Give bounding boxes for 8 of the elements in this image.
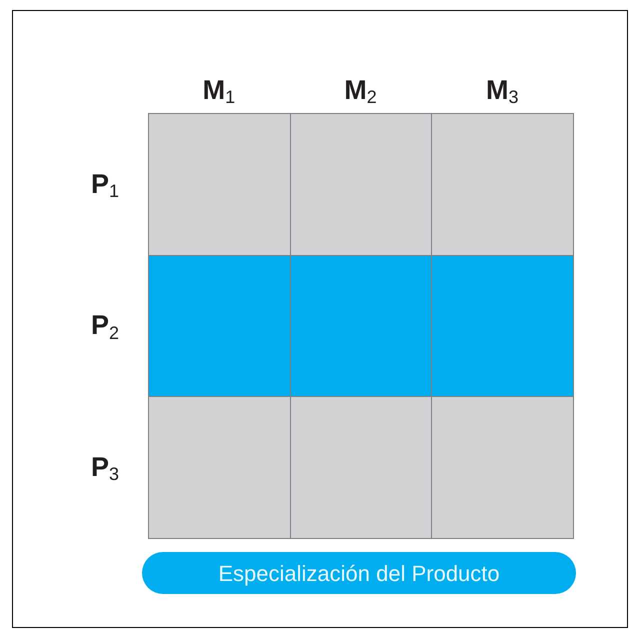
column-header: M$_{3}$ bbox=[486, 74, 518, 110]
row-header: P$_{2}$ bbox=[90, 309, 120, 345]
column-header: M$_{2}$ bbox=[344, 74, 377, 110]
row-header: P$_{3}$ bbox=[90, 450, 120, 486]
pill-text: Especialización del Producto bbox=[218, 560, 500, 588]
row-header: P$_{1}$ bbox=[90, 168, 120, 204]
caption-pill bbox=[142, 552, 576, 594]
column-header: M$_{1}$ bbox=[202, 74, 236, 110]
